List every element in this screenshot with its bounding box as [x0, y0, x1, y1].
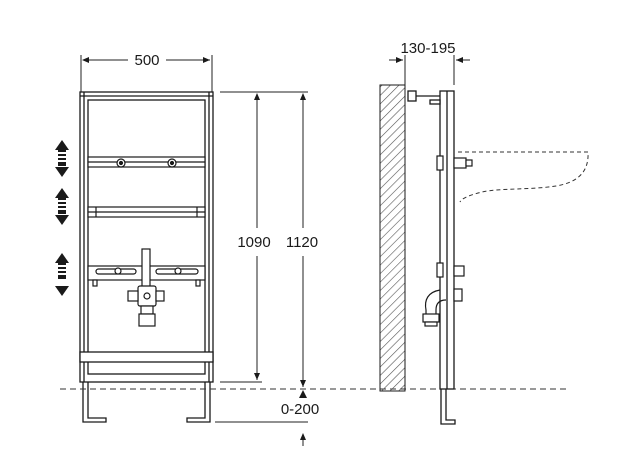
- wall-distance-label: 130-195: [400, 40, 455, 57]
- side-fittings: [422, 155, 473, 327]
- front-view-frame: [79, 91, 214, 423]
- double-headed-vertical-arrow-icon: [55, 188, 69, 225]
- double-headed-vertical-arrow-icon: [55, 253, 69, 296]
- total-height-label: 1120: [286, 234, 318, 251]
- inner-height-label: 1090: [237, 234, 270, 251]
- height-dimensions: [220, 91, 308, 387]
- side-view-frame: [407, 90, 456, 425]
- upper-crossbar: [87, 156, 206, 168]
- washbasin-outline: [458, 151, 589, 203]
- width-dimension-label: 500: [134, 52, 159, 69]
- middle-crossbar: [87, 206, 206, 218]
- floor-range-label: 0-200: [281, 401, 319, 418]
- height-adjust-arrows: [55, 140, 69, 296]
- width-dimension: 500: [80, 52, 213, 92]
- double-headed-vertical-arrow-icon: [55, 140, 69, 177]
- wall-section: [379, 84, 406, 392]
- wall-distance-dimension: [389, 55, 470, 85]
- supply-valve: [127, 248, 165, 327]
- floor-range-arrow: [299, 390, 307, 398]
